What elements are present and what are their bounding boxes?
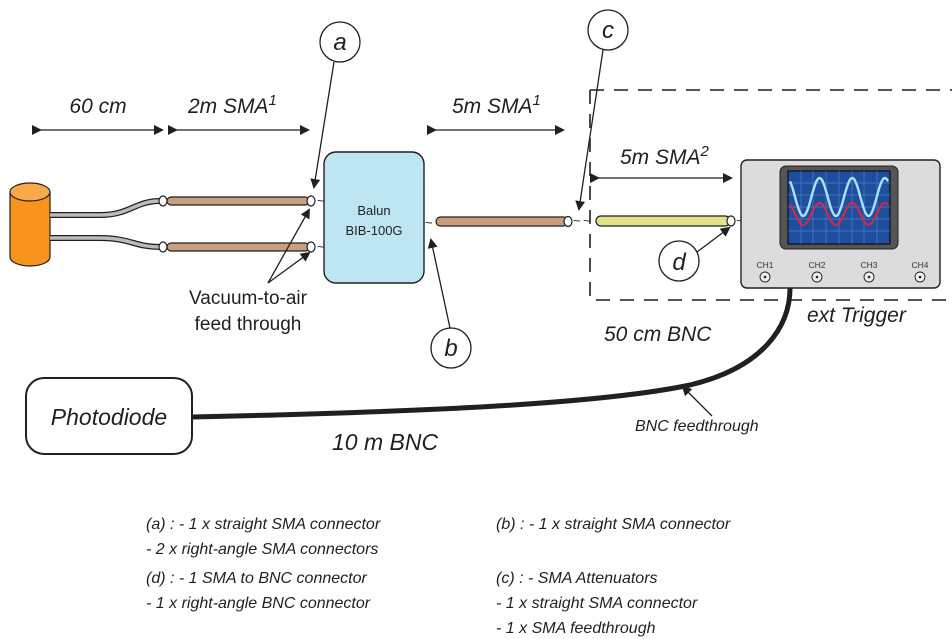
- bnc-feedthrough-arrow: [681, 385, 713, 417]
- oscilloscope: CH1 CH2 CH3 CH4: [740, 159, 941, 289]
- feedthrough-label-2: feed through: [195, 314, 302, 335]
- sma-2m-cables: [166, 195, 316, 253]
- callout-d: d: [658, 226, 731, 282]
- bnc-10m-cable: [191, 287, 793, 420]
- balun-box: [323, 151, 425, 284]
- tilde-2: ~: [317, 239, 325, 254]
- note-c-2: - 1 x straight SMA connector: [496, 595, 698, 612]
- svg-text:a: a: [333, 29, 346, 56]
- note-c-1: (c) : - SMA Attenuators: [496, 570, 658, 587]
- scope-wave-cyan: [788, 176, 890, 218]
- notes: (a) : - 1 x straight SMA connector - 2 x…: [146, 516, 731, 637]
- scope-channels: CH1 CH2 CH3 CH4: [756, 260, 929, 283]
- callout-a: a: [310, 21, 361, 189]
- callout-c: c: [575, 9, 629, 211]
- channel-label-3: CH3: [860, 260, 877, 270]
- channel-label-2: CH2: [808, 260, 825, 270]
- channel-label-1: CH1: [756, 260, 773, 270]
- distance-arrows: [32, 125, 733, 183]
- feedthrough-label-1: Vacuum-to-air: [189, 288, 308, 309]
- svg-text:c: c: [602, 17, 614, 44]
- label-50cm-bnc: 50 cm BNC: [604, 323, 712, 346]
- label-2m-sma: 2m SMA1: [187, 92, 277, 118]
- tilde-1: ~: [317, 193, 325, 208]
- tilde-4: ~: [573, 213, 581, 228]
- tilde-5: ~: [583, 213, 591, 228]
- coil: [9, 182, 51, 267]
- callout-b: b: [427, 238, 472, 369]
- channel-label-4: CH4: [911, 260, 928, 270]
- dashed-enclosure: [589, 89, 952, 301]
- sma-5m-cable-2: [595, 215, 736, 227]
- label-bnc-feedthrough: BNC feedthrough: [635, 418, 759, 435]
- note-a-1: (a) : - 1 x straight SMA connector: [146, 516, 381, 533]
- photodiode-label: Photodiode: [51, 404, 167, 430]
- feedthrough-arrows: [267, 208, 311, 284]
- note-a-2: - 2 x right-angle SMA connectors: [146, 541, 378, 558]
- balun-label: Balun: [357, 203, 390, 218]
- label-60cm: 60 cm: [69, 95, 126, 118]
- label-5m-sma-1: 5m SMA1: [452, 92, 541, 118]
- sma-5m-cable-1: [435, 215, 573, 228]
- label-10m-bnc: 10 m BNC: [332, 429, 438, 455]
- note-d-2: - 1 x right-angle BNC connector: [146, 595, 371, 612]
- note-c-3: - 1 x SMA feedthrough: [496, 620, 656, 637]
- svg-text:d: d: [672, 249, 686, 276]
- label-5m-sma-2: 5m SMA2: [620, 143, 710, 169]
- tilde-6: ~: [736, 213, 744, 228]
- svg-text:b: b: [444, 335, 457, 362]
- coil-leads: [50, 195, 168, 253]
- scope-wave-red: [789, 201, 889, 227]
- label-ext-trigger: ext Trigger: [807, 304, 907, 327]
- balun-model: BIB-100G: [345, 223, 402, 238]
- note-d-1: (d) : - 1 SMA to BNC connector: [146, 570, 367, 587]
- tilde-3: ~: [425, 215, 433, 230]
- note-b-1: (b) : - 1 x straight SMA connector: [496, 516, 731, 533]
